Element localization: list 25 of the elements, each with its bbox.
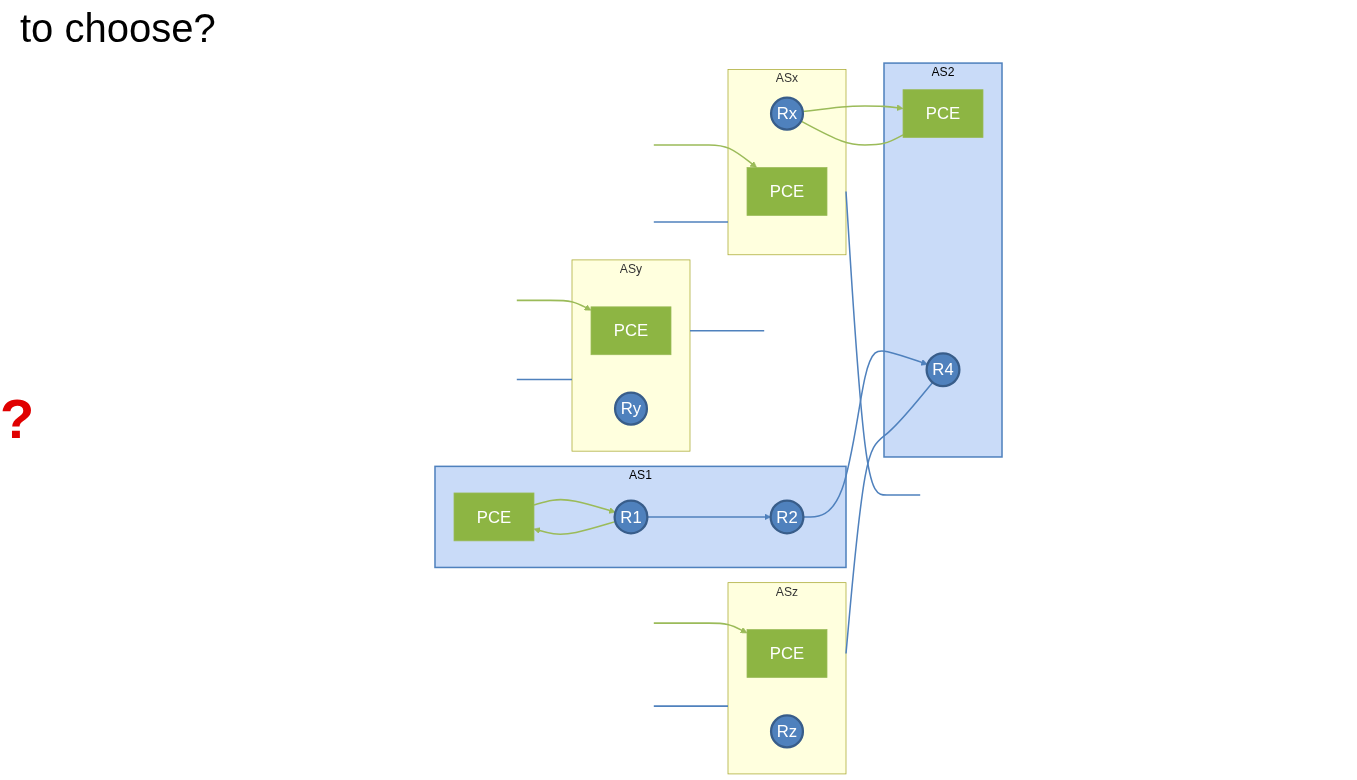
node-box: PCE (746, 629, 828, 678)
node-circle: R1 (613, 499, 649, 535)
arrow (653, 144, 757, 168)
connector (689, 330, 765, 332)
arrow (802, 104, 904, 113)
node-box: PCE (746, 167, 828, 216)
node-circle: R4 (925, 352, 961, 388)
node-circle: Ry (613, 391, 649, 426)
node-box: PCE (590, 306, 672, 356)
node-box: PCE (453, 492, 535, 542)
node-circle: Rz (769, 714, 805, 749)
connector (845, 190, 921, 496)
question-mark: ? (0, 386, 36, 451)
connector (653, 705, 729, 707)
node-box: PCE (902, 89, 984, 138)
connector (800, 120, 904, 146)
connector (516, 378, 573, 381)
arrow (653, 622, 748, 634)
node-circle: R2 (769, 499, 805, 535)
connector (653, 221, 729, 223)
connector (845, 381, 934, 655)
node-circle: Rx (769, 96, 805, 131)
arrow (533, 498, 616, 514)
arrow (516, 299, 592, 311)
title: to choose? (20, 6, 217, 51)
